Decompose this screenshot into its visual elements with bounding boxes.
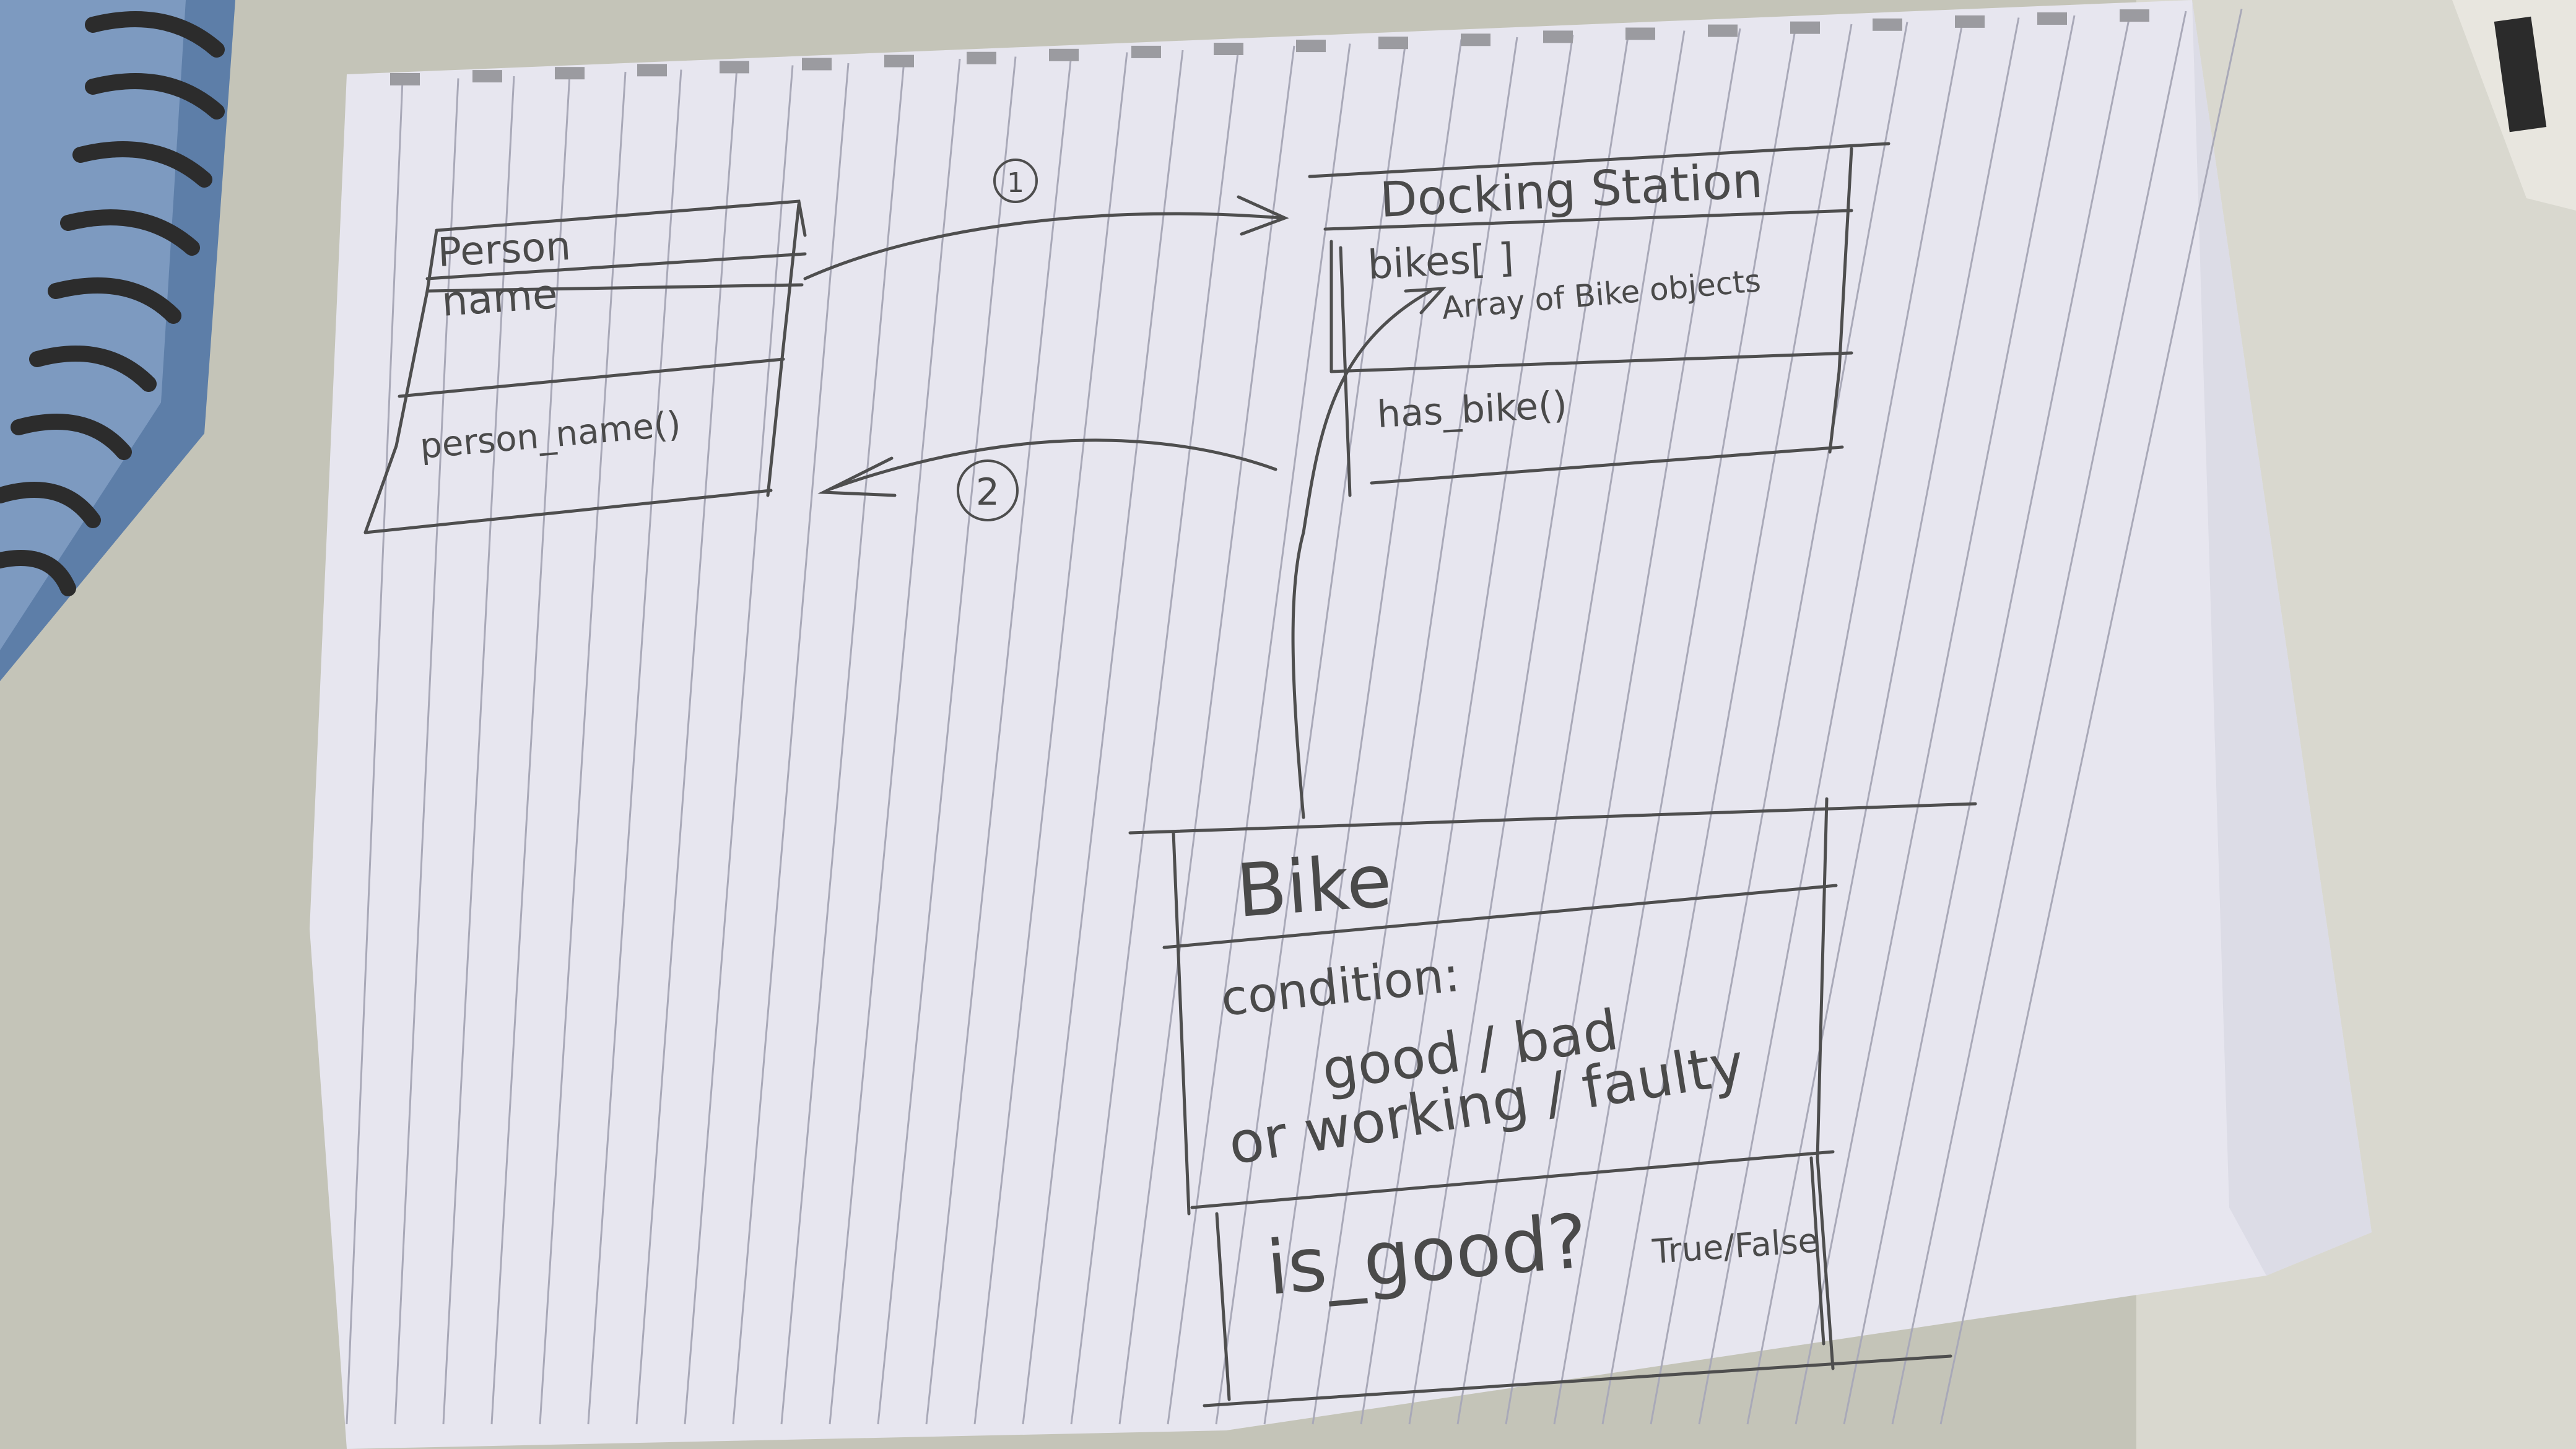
step-2-label: 2 <box>976 471 999 514</box>
perforation-mark <box>472 70 502 83</box>
perforation-mark <box>967 51 996 64</box>
ruled-line <box>1167 43 1351 1425</box>
perforation-mark <box>390 73 420 85</box>
bike-title: Bike <box>1234 838 1394 934</box>
perforation-mark <box>1790 21 1820 34</box>
ruled-line <box>1650 22 1908 1425</box>
person-title: Person <box>437 224 572 276</box>
person-box-bottom-edge <box>363 489 773 534</box>
ruled-line <box>925 54 1073 1425</box>
arrow-dock-to-person <box>817 438 1277 497</box>
ruled-line <box>973 52 1128 1425</box>
ruled-line <box>1263 39 1463 1425</box>
person-class-box <box>363 199 807 534</box>
ruled-line <box>1456 30 1686 1425</box>
ruled-line <box>1939 9 2243 1425</box>
docking-station-method: has_bike() <box>1376 383 1568 437</box>
ruled-line <box>684 65 794 1425</box>
bike-method-left-edge <box>1215 1212 1231 1401</box>
ruled-line <box>1698 19 1964 1425</box>
step-1-label: 1 <box>1007 167 1024 199</box>
ruled-line <box>587 69 682 1425</box>
ruled-lines <box>346 9 2243 1425</box>
perforation-mark <box>1296 40 1326 53</box>
ruled-line <box>394 78 459 1425</box>
dock-box-top-edge <box>1308 142 1891 178</box>
bike-box-top-edge <box>1128 802 1977 835</box>
person-box-right-edge <box>766 202 801 497</box>
step-2-marker: 2 <box>957 459 1019 521</box>
ruled-line <box>1360 35 1574 1425</box>
ruled-line <box>1891 11 2187 1425</box>
perforation-mark <box>884 54 914 67</box>
perforation-mark <box>1543 30 1573 43</box>
ruled-line <box>877 56 1017 1425</box>
person-attribute: name <box>440 270 559 326</box>
dock-attr-divider <box>1329 351 1853 373</box>
ruled-line <box>1118 45 1295 1425</box>
perforation-mark <box>1131 45 1161 58</box>
perforation-mark <box>2037 12 2067 25</box>
bike-box-bottom-edge <box>1203 1354 1952 1408</box>
left-notebook <box>0 0 235 681</box>
ruled-line <box>442 76 515 1425</box>
ruled-line <box>490 74 571 1425</box>
perforation-mark <box>1049 48 1079 61</box>
person-title-divider-2 <box>425 283 804 293</box>
dock-title-divider <box>1323 209 1853 231</box>
bike-box-right-edge <box>1816 797 1835 1370</box>
perforation-mark <box>1873 18 1902 31</box>
perforation-mark <box>1461 33 1490 46</box>
ruled-line <box>1795 15 2076 1425</box>
arrow-bike-to-dock <box>1291 287 1447 819</box>
ruled-line <box>346 80 404 1425</box>
device-port <box>2494 16 2547 133</box>
person-box-left-edge <box>363 228 438 534</box>
docking-station-attribute: bikes[ ] <box>1367 235 1515 289</box>
perforation-mark <box>720 61 749 74</box>
paper-shadow <box>2192 0 2372 1276</box>
ruled-line <box>780 61 905 1425</box>
ruled-line <box>1408 32 1630 1425</box>
perforation-mark <box>1708 24 1738 37</box>
perforation-mark <box>1378 37 1408 50</box>
ruled-line <box>1070 48 1240 1425</box>
ruled-line <box>1746 17 2020 1425</box>
ruled-line <box>1215 41 1407 1425</box>
perforation-mark <box>637 64 667 77</box>
dock-box-left-edge <box>1339 246 1352 497</box>
dock-box-bottom-edge <box>1370 445 1844 485</box>
perforation-mark <box>1955 15 1985 28</box>
bike-attr-divider <box>1190 1150 1835 1209</box>
ruled-line <box>635 67 738 1425</box>
dock-box-right-edge <box>1828 147 1853 454</box>
ruled-line <box>1843 13 2131 1425</box>
perforation-mark <box>2120 9 2149 22</box>
arrow-person-to-dock <box>803 195 1289 281</box>
step-1-marker: 1 <box>993 159 1038 203</box>
perforation-marks <box>390 9 2149 85</box>
bike-method-right-edge <box>1809 1156 1825 1346</box>
ruled-line <box>1553 26 1797 1425</box>
person-attr-divider <box>398 357 785 398</box>
ruled-line <box>539 71 627 1425</box>
bike-class-box <box>1128 797 1977 1408</box>
ruled-line <box>829 58 961 1425</box>
ruled-line <box>1022 50 1184 1425</box>
perforation-mark <box>1625 27 1655 40</box>
ruled-line <box>732 63 850 1425</box>
bike-box-left-edge <box>1172 831 1191 1216</box>
docking-station-class-box <box>1308 142 1891 497</box>
perforation-mark <box>1214 43 1243 55</box>
perforation-mark <box>802 58 832 71</box>
person-title-divider <box>425 252 807 281</box>
paper-sheet <box>310 0 2372 1449</box>
bike-title-divider <box>1162 884 1838 949</box>
person-box-top-edge <box>435 199 807 237</box>
ruled-line <box>1601 24 1853 1425</box>
perforation-mark <box>555 67 585 80</box>
ruled-line <box>1505 28 1741 1425</box>
